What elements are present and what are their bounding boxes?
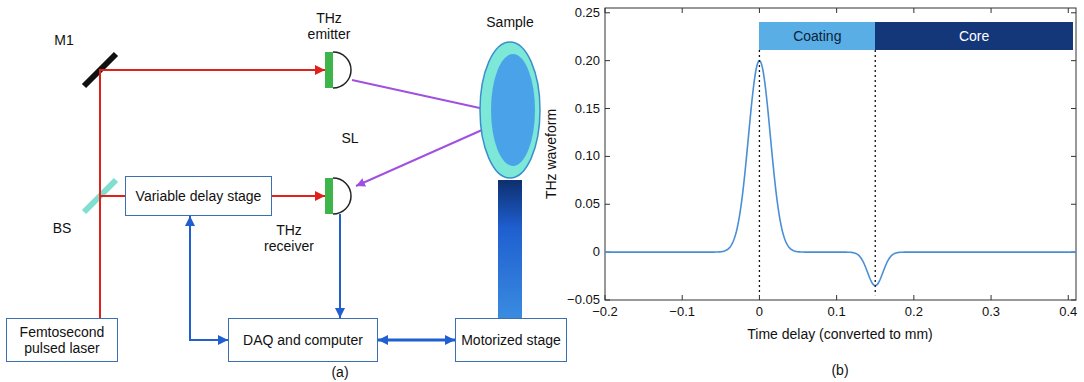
tick-mark (1071, 300, 1076, 301)
region-band: Core (875, 22, 1073, 50)
tick-label: 0.4 (1059, 305, 1077, 320)
receiver-bar: THz receiver (325, 178, 333, 214)
tick-label: 0 (593, 245, 600, 260)
tick-mark (1068, 8, 1069, 13)
tick-mark (682, 8, 683, 13)
connector (378, 339, 455, 342)
tick-label: 0.05 (575, 197, 600, 212)
tick-mark (1071, 204, 1076, 205)
node-text: Motorized stage (461, 332, 561, 348)
tick-label: 0.10 (575, 149, 600, 164)
part-label: M1 (54, 32, 73, 48)
tick-mark (605, 300, 610, 301)
connector (100, 70, 325, 318)
tick-mark (759, 8, 760, 13)
region-band: Coating (759, 22, 875, 50)
connector (100, 196, 125, 318)
tick-mark (1071, 12, 1076, 13)
node-text: Coating (793, 28, 841, 44)
node-text: Core (959, 28, 989, 44)
node-text: Variable delay stage (136, 188, 262, 204)
tick-mark (759, 295, 760, 300)
emitter-bar: THz emitter (325, 52, 333, 88)
tick-mark (1071, 60, 1076, 61)
tick-label: 0.2 (905, 305, 923, 320)
tick-mark (605, 295, 606, 300)
tick-mark (605, 108, 610, 109)
node-text: DAQ and computer (243, 332, 363, 348)
connector (339, 214, 341, 318)
sample-holder (498, 180, 522, 318)
node-text: Femtosecond pulsed laser (11, 324, 113, 356)
tick-label: −0.2 (592, 305, 618, 320)
tick-mark (1071, 156, 1076, 157)
sample-core (491, 54, 535, 166)
waveform-curve (605, 61, 1076, 286)
tick-mark (605, 204, 610, 205)
node-text: THz receiver (259, 222, 319, 254)
silicon-lens (333, 52, 351, 88)
sample-coating (480, 42, 540, 178)
tick-mark (1071, 108, 1076, 109)
tick-label: 0.3 (982, 305, 1000, 320)
tick-mark (991, 8, 992, 13)
connector (190, 216, 228, 340)
panel-label: (a) (331, 364, 348, 380)
tick-mark (605, 8, 606, 13)
tick-label: 0.20 (575, 53, 600, 68)
tick-mark (913, 8, 914, 13)
tick-mark (913, 295, 914, 300)
tick-mark (991, 295, 992, 300)
tick-mark (1068, 295, 1069, 300)
boundary-line (759, 50, 760, 295)
part-label: BS (53, 220, 72, 236)
tick-mark (682, 295, 683, 300)
tick-mark (836, 8, 837, 13)
axis-title: Time delay (converted to mm) (747, 326, 932, 342)
tick-label: −0.1 (669, 305, 695, 320)
part-label: SL (341, 130, 358, 146)
tick-label: 0 (756, 305, 763, 320)
process-box: Variable delay stage (125, 176, 272, 216)
panel-label: (b) (831, 362, 848, 378)
waveform-chart (605, 8, 1076, 300)
tick-mark (605, 156, 610, 157)
boundary-line (875, 50, 876, 295)
thz-beam (356, 122, 500, 186)
tick-mark (605, 12, 610, 13)
tick-label: 0.1 (828, 305, 846, 320)
plot-frame (605, 8, 1076, 300)
process-box: DAQ and computer (228, 318, 378, 362)
tick-label: 0.15 (575, 101, 600, 116)
process-box: Motorized stage (455, 318, 567, 362)
tick-label: 0.25 (575, 5, 600, 20)
connector (272, 195, 325, 197)
thz-beam (352, 80, 498, 112)
tick-mark (605, 60, 610, 61)
part-label: Sample (486, 14, 533, 30)
tick-mark (836, 295, 837, 300)
laser-box: Femtosecond pulsed laser (6, 318, 118, 362)
node-text: THz emitter (299, 10, 359, 42)
silicon-lens (333, 178, 351, 214)
axis-title: THz waveform (543, 109, 559, 199)
